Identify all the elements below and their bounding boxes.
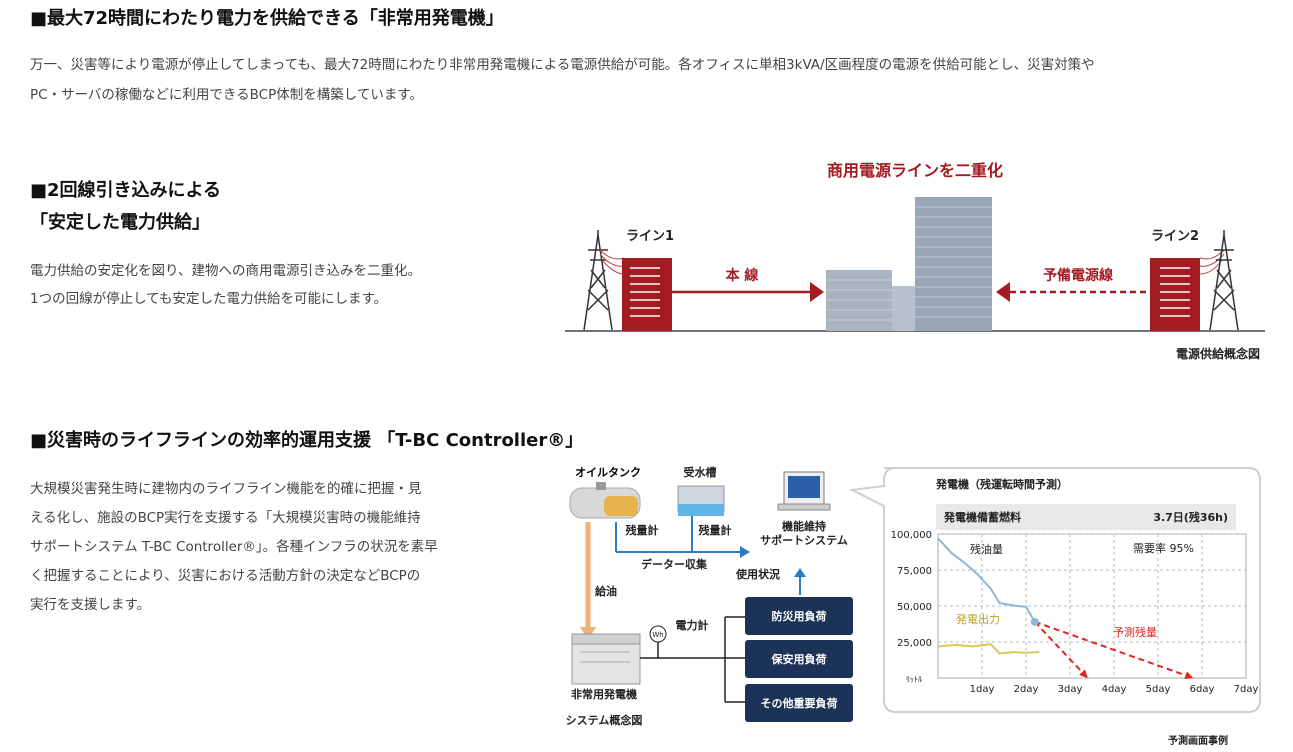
forecast-chart: 1day 2day 3day 4day 5day 6day 7day 100,000 75,00… bbox=[891, 530, 1259, 695]
screen-title: 発電機（残運転時間予測） bbox=[935, 477, 1068, 491]
series-line bbox=[937, 537, 1036, 623]
diagram-headline: 商用電源ラインを二重化 bbox=[827, 161, 1003, 180]
refuel-label: 給油 bbox=[595, 584, 617, 598]
section2-text-line2: 1つの回線が停止しても安定した電力供給を可能にします。 bbox=[30, 291, 388, 307]
demand-rate-label: 需要率 95% bbox=[1133, 541, 1194, 555]
system-concept-diagram: オイルタンク 受水槽 残量計 残量計 機能維持 サポートシステム データー収集 … bbox=[566, 465, 853, 727]
generator-label: 非常用発電機 bbox=[571, 687, 637, 701]
usage-status-label: 使用状況 bbox=[735, 567, 780, 581]
section1-title: ■最大72時間にわたり電力を供給できる「非常用発電機」 bbox=[30, 8, 504, 29]
load-box-other-critical bbox=[745, 684, 853, 722]
series-line bbox=[1034, 621, 1089, 679]
forecast-label: 予測残量 bbox=[1113, 625, 1157, 639]
section2-title-line2: 「安定した電力供給」 bbox=[30, 212, 210, 233]
backup-line-label: 予備電源線 bbox=[1043, 267, 1113, 284]
wattmeter-symbol: Wh bbox=[652, 631, 663, 639]
series-line bbox=[937, 643, 1040, 655]
x-tick-label: 3day bbox=[1058, 684, 1083, 695]
y-unit-label: ﾘｯﾄﾙ bbox=[906, 675, 922, 684]
load-box-disaster-prevention bbox=[745, 597, 853, 635]
transmission-tower-left-icon bbox=[583, 230, 613, 331]
office-building-tower bbox=[915, 197, 992, 331]
section3-text-line3: サポートシステム T-BC Controller®」。各種インフラの状況を素早 bbox=[30, 539, 438, 555]
x-tick-label: 5day bbox=[1146, 684, 1171, 695]
load-box-security bbox=[745, 640, 853, 678]
data-collection-label: データー収集 bbox=[641, 557, 708, 571]
x-tick-label: 1day bbox=[970, 684, 995, 695]
system-caption: システム概念図 bbox=[566, 713, 643, 727]
x-tick-label: 6day bbox=[1190, 684, 1215, 695]
x-tick-label: 4day bbox=[1102, 684, 1127, 695]
y-tick-label: 100,000 bbox=[891, 530, 932, 541]
support-system-label-2: サポートシステム bbox=[760, 533, 848, 547]
section1-text-line2: PC・サーバの稼働などに利用できるBCP体制を構築しています。 bbox=[30, 87, 423, 103]
water-tank-icon bbox=[677, 485, 725, 516]
substation-building-left bbox=[622, 258, 672, 331]
section2-title-line1: ■2回線引き込みによる bbox=[30, 180, 221, 201]
computer-icon bbox=[777, 471, 831, 511]
wattmeter-label: 電力計 bbox=[676, 618, 709, 632]
water-tank-label: 受水槽 bbox=[684, 465, 717, 479]
section3-title: ■災害時のライフラインの効率的運用支援 「T-BC Controller®」 bbox=[30, 430, 584, 451]
line2-label: ライン2 bbox=[1151, 229, 1199, 244]
level-meter-2-label: 残量計 bbox=[699, 523, 732, 537]
main-line-label: 本 線 bbox=[726, 267, 759, 284]
forecast-screen-callout: 発電機（残運転時間予測） 発電機備蓄燃料 3.7日(残36h) 予測画面事例 1… bbox=[848, 467, 1261, 747]
oil-tank-icon bbox=[569, 482, 641, 519]
series-line bbox=[1034, 620, 1194, 679]
y-tick-label: 50,000 bbox=[897, 602, 932, 613]
line1-label: ライン1 bbox=[626, 229, 674, 244]
generator-icon bbox=[571, 633, 641, 685]
y-tick-label: 25,000 bbox=[897, 638, 932, 649]
load-label-other-critical: その他重要負荷 bbox=[761, 696, 838, 710]
power-supply-diagram: 商用電源ラインを二重化 ライン1 本 線 予備電源線 bbox=[565, 161, 1265, 361]
section3-text-line4: く把握することにより、災害における活動方針の決定などBCPの bbox=[30, 568, 421, 584]
support-system-label-1: 機能維持 bbox=[782, 519, 826, 533]
section3-text-line5: 実行を支援します。 bbox=[30, 597, 151, 613]
y-tick-label: 75,000 bbox=[897, 566, 932, 577]
substation-building-right bbox=[1150, 258, 1200, 331]
fuel-label: 発電機備蓄燃料 bbox=[943, 510, 1021, 524]
remaining-oil-label: 残油量 bbox=[970, 542, 1003, 556]
diagram-caption: 電源供給概念図 bbox=[1176, 346, 1260, 361]
forecast-arrowhead bbox=[1184, 671, 1194, 680]
transmission-tower-right-icon bbox=[1209, 230, 1239, 331]
section1-text-line1: 万一、災害等により電源が停止してしまっても、最大72時間にわたり非常用発電機によ… bbox=[30, 57, 1095, 73]
x-tick-label: 7day bbox=[1234, 684, 1259, 695]
forecast-arrowhead bbox=[1079, 669, 1088, 678]
output-label: 発電出力 bbox=[956, 612, 1000, 626]
screen-caption: 予測画面事例 bbox=[1168, 734, 1228, 747]
load-label-disaster-prevention: 防災用負荷 bbox=[772, 609, 827, 623]
fuel-value: 3.7日(残36h) bbox=[1153, 510, 1228, 524]
forecast-start-point bbox=[1030, 617, 1039, 626]
section2-text-line1: 電力供給の安定化を図り、建物への商用電源引き込みを二重化。 bbox=[30, 263, 421, 279]
load-label-security: 保安用負荷 bbox=[771, 652, 827, 666]
section3-text-line1: 大規模災害発生時に建物内のライフライン機能を的確に把握・見 bbox=[30, 481, 422, 497]
fuel-bar bbox=[936, 504, 1236, 530]
level-meter-1-label: 残量計 bbox=[626, 523, 659, 537]
section3-text-line2: える化し、施設のBCP実行を支援する「大規模災害時の機能維持 bbox=[30, 510, 421, 526]
oil-tank-label: オイルタンク bbox=[575, 466, 641, 479]
x-tick-label: 2day bbox=[1014, 684, 1039, 695]
